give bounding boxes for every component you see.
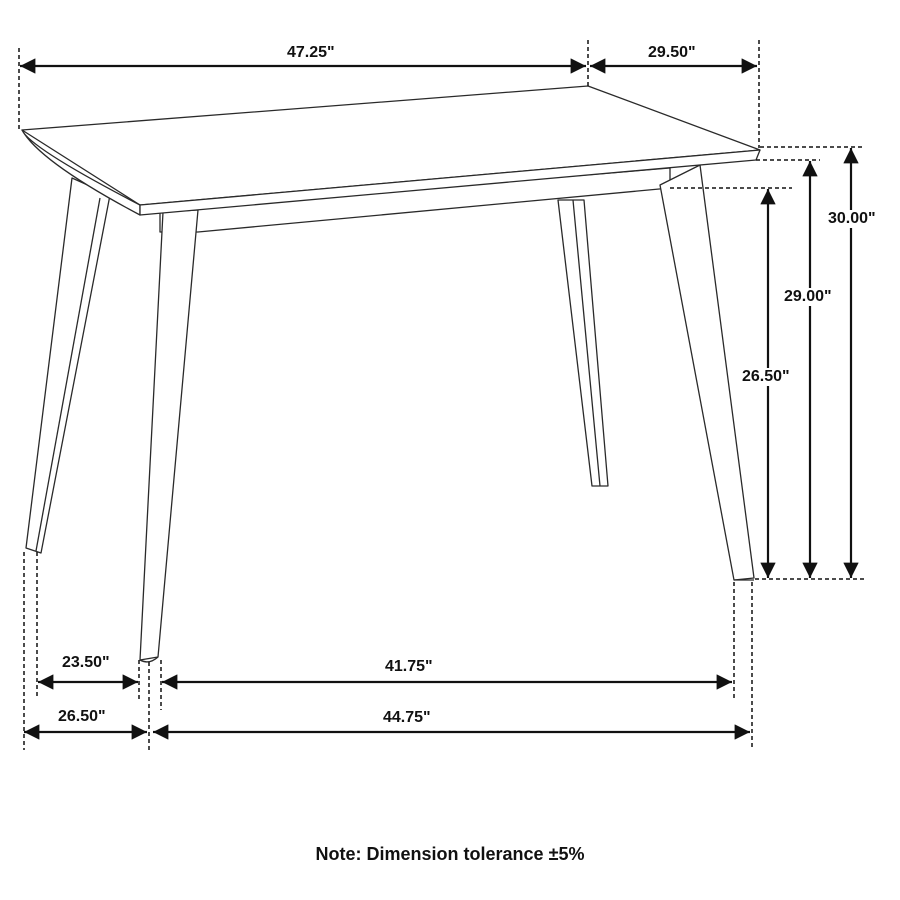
tolerance-note: Note: Dimension tolerance ±5% (315, 844, 585, 864)
back-left-leg (25, 177, 111, 554)
label-leg-outer-depth: 26.50" (58, 708, 106, 725)
label-leg-inner-depth: 23.50" (62, 654, 110, 671)
back-right-leg (557, 199, 609, 487)
front-left-leg (139, 209, 199, 663)
label-underside-height: 29.00" (784, 288, 832, 306)
label-top-width: 29.50" (648, 44, 696, 61)
label-leg-inner-length: 41.75" (385, 658, 433, 675)
label-leg-outer-length: 44.75" (383, 709, 431, 726)
label-overall-height: 30.00" (828, 210, 876, 228)
label-apron-clearance: 26.50" (742, 368, 790, 386)
extension-lines (18, 40, 866, 750)
label-top-length: 47.25" (287, 44, 335, 61)
front-right-leg (659, 164, 755, 581)
